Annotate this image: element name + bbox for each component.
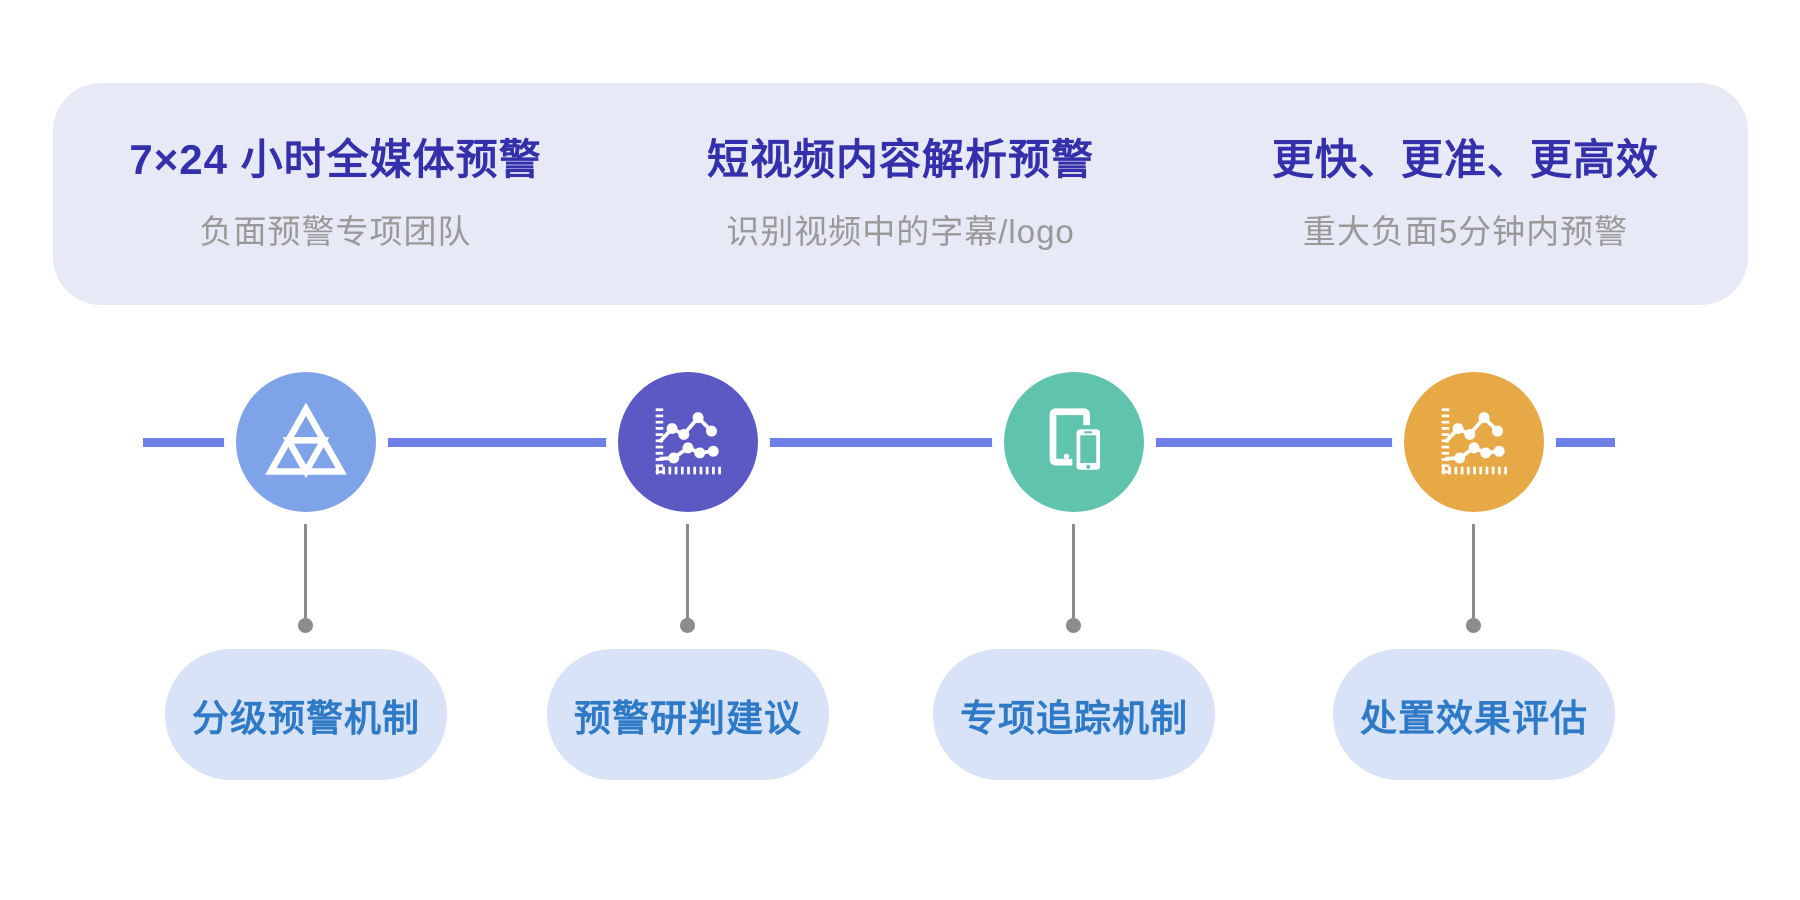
timeline-node-circle [1404,372,1544,512]
triangle-icon [265,402,347,479]
connector-line [1472,517,1475,619]
connector-dot [298,618,313,633]
banner-title: 短视频内容解析预警 [706,135,1094,183]
line-chart-icon [655,408,724,475]
timeline-node-circle [1004,372,1144,512]
pill-label: 分级预警机制 [192,697,420,739]
connector-dot [1466,618,1481,633]
banner-item: 短视频内容解析预警 识别视频中的字幕/logo [618,83,1183,305]
label-pill: 专项追踪机制 [933,649,1215,780]
pill-label: 专项追踪机制 [960,697,1188,739]
banner-title: 7×24 小时全媒体预警 [129,135,542,183]
connector-line [686,517,689,619]
timeline-node-circle [618,372,758,512]
label-pill: 预警研判建议 [547,649,829,780]
connector-line [304,517,307,619]
connector-line [1072,517,1075,619]
timeline-node-circle [236,372,376,512]
pill-label: 处置效果评估 [1360,697,1588,739]
banner-title: 更快、更准、更高效 [1271,135,1659,183]
banner-item: 7×24 小时全媒体预警 负面预警专项团队 [53,83,618,305]
devices-icon [1049,408,1105,474]
banner-subtitle: 识别视频中的字幕/logo [726,212,1075,250]
banner-subtitle: 负面预警专项团队 [199,212,472,250]
connector-dot [1066,618,1081,633]
connector-dot [680,618,695,633]
line-chart-icon [1441,408,1510,475]
banner-subtitle: 重大负面5分钟内预警 [1302,212,1629,250]
pill-label: 预警研判建议 [574,697,802,739]
label-pill: 分级预警机制 [165,649,447,780]
label-pill: 处置效果评估 [1333,649,1615,780]
banner-item: 更快、更准、更高效 重大负面5分钟内预警 [1183,83,1748,305]
timeline-line [143,438,1615,447]
feature-banner: 7×24 小时全媒体预警 负面预警专项团队 短视频内容解析预警 识别视频中的字幕… [53,83,1748,305]
